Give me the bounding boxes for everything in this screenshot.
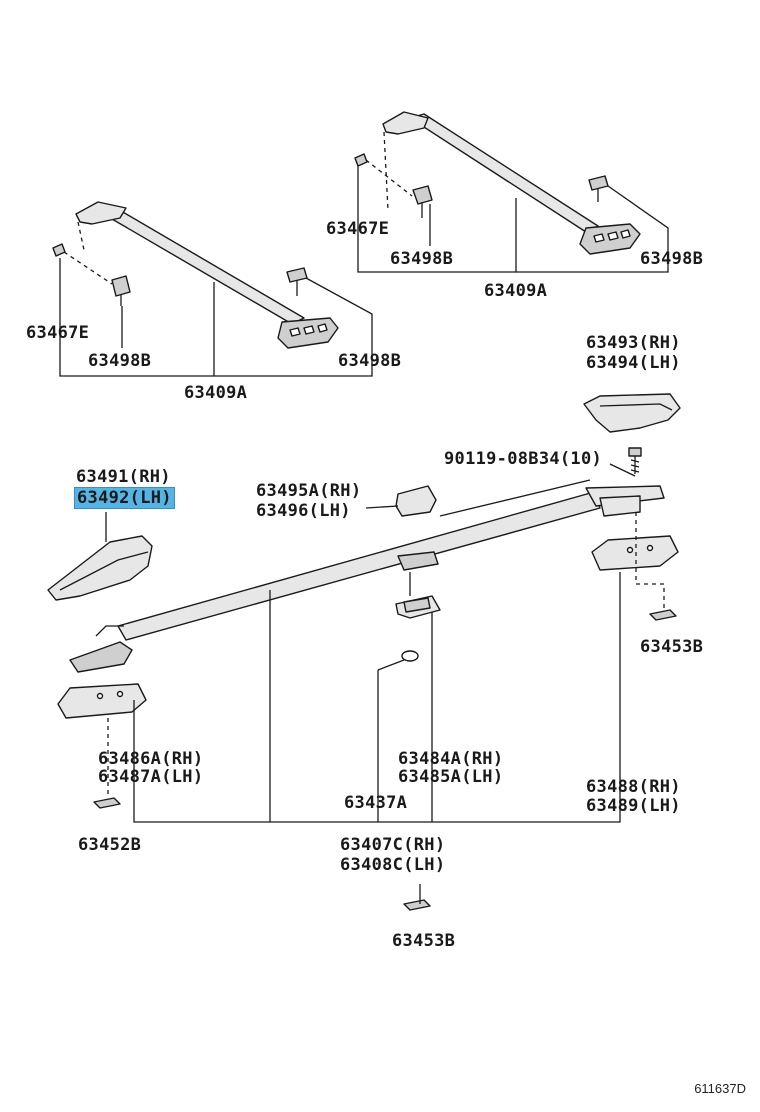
dashed-guide [383, 131, 389, 211]
part-label: 63453B [392, 931, 456, 951]
part-label: 63408C(LH) [340, 855, 446, 875]
part-label: 63485A(LH) [398, 767, 504, 787]
clip-upper [354, 153, 368, 167]
spacer-63437a [401, 650, 419, 662]
part-label: 90119-08B34(10) [444, 449, 603, 469]
part-label: 63498B [88, 351, 152, 371]
part-label: 63409A [484, 281, 548, 301]
side-rail [69, 479, 665, 673]
part-label: 63495A(RH) [256, 481, 362, 501]
leader-line [365, 505, 399, 509]
part-label-highlighted[interactable]: 63492(LH) [74, 487, 175, 509]
leader-line [609, 463, 636, 477]
part-label: 63488(RH) [586, 777, 681, 797]
knob-bolt-upper-right [588, 175, 609, 202]
clip-lower [52, 243, 66, 257]
leader-line [59, 258, 373, 377]
leader-line [133, 572, 621, 823]
bracket-center [395, 595, 441, 619]
part-label: 63467E [26, 323, 90, 343]
bolt-90119 [628, 447, 642, 474]
part-label: 63407C(RH) [340, 835, 446, 855]
part-label: 63493(RH) [586, 333, 681, 353]
part-label: 63487A(LH) [98, 767, 204, 787]
rail-pad [395, 485, 437, 517]
end-cover-front [47, 535, 153, 601]
part-label: 63452B [78, 835, 142, 855]
highlighted-part-number[interactable]: 63492(LH) [74, 487, 175, 509]
dashed-guide [635, 512, 665, 608]
diagram-id: 611637D [694, 1081, 746, 1096]
leader-line [377, 659, 405, 822]
part-label: 63498B [640, 249, 704, 269]
bracket-front [57, 683, 147, 719]
part-label: 63494(LH) [586, 353, 681, 373]
dashed-guide [63, 251, 113, 285]
part-label: 63484A(RH) [398, 749, 504, 769]
crossbar-upper [382, 111, 641, 255]
leader-line [516, 185, 669, 273]
knob-bolt-lower-right [286, 267, 308, 296]
dashed-guide [77, 221, 85, 251]
part-label: 63453B [640, 637, 704, 657]
leader-line [357, 166, 517, 273]
part-label: 63467E [326, 219, 390, 239]
part-label: 63486A(RH) [98, 749, 204, 769]
part-label: 63496(LH) [256, 501, 351, 521]
part-label: 63498B [338, 351, 402, 371]
clip-63452b [93, 797, 121, 809]
dashed-guide [365, 159, 413, 197]
part-label: 63437A [344, 793, 408, 813]
part-label: 63489(LH) [586, 796, 681, 816]
knob-bolt-lower-left [111, 275, 131, 306]
clip-63453b-center [403, 899, 431, 911]
bracket-rear [591, 535, 679, 571]
part-label: 63409A [184, 383, 248, 403]
knob-bolt-upper-left [412, 185, 433, 218]
end-cover-rear [583, 393, 681, 433]
crossbar-lower [75, 201, 339, 349]
clip-63453b-right [649, 609, 677, 621]
part-label: 63491(RH) [76, 467, 171, 487]
part-label: 63498B [390, 249, 454, 269]
